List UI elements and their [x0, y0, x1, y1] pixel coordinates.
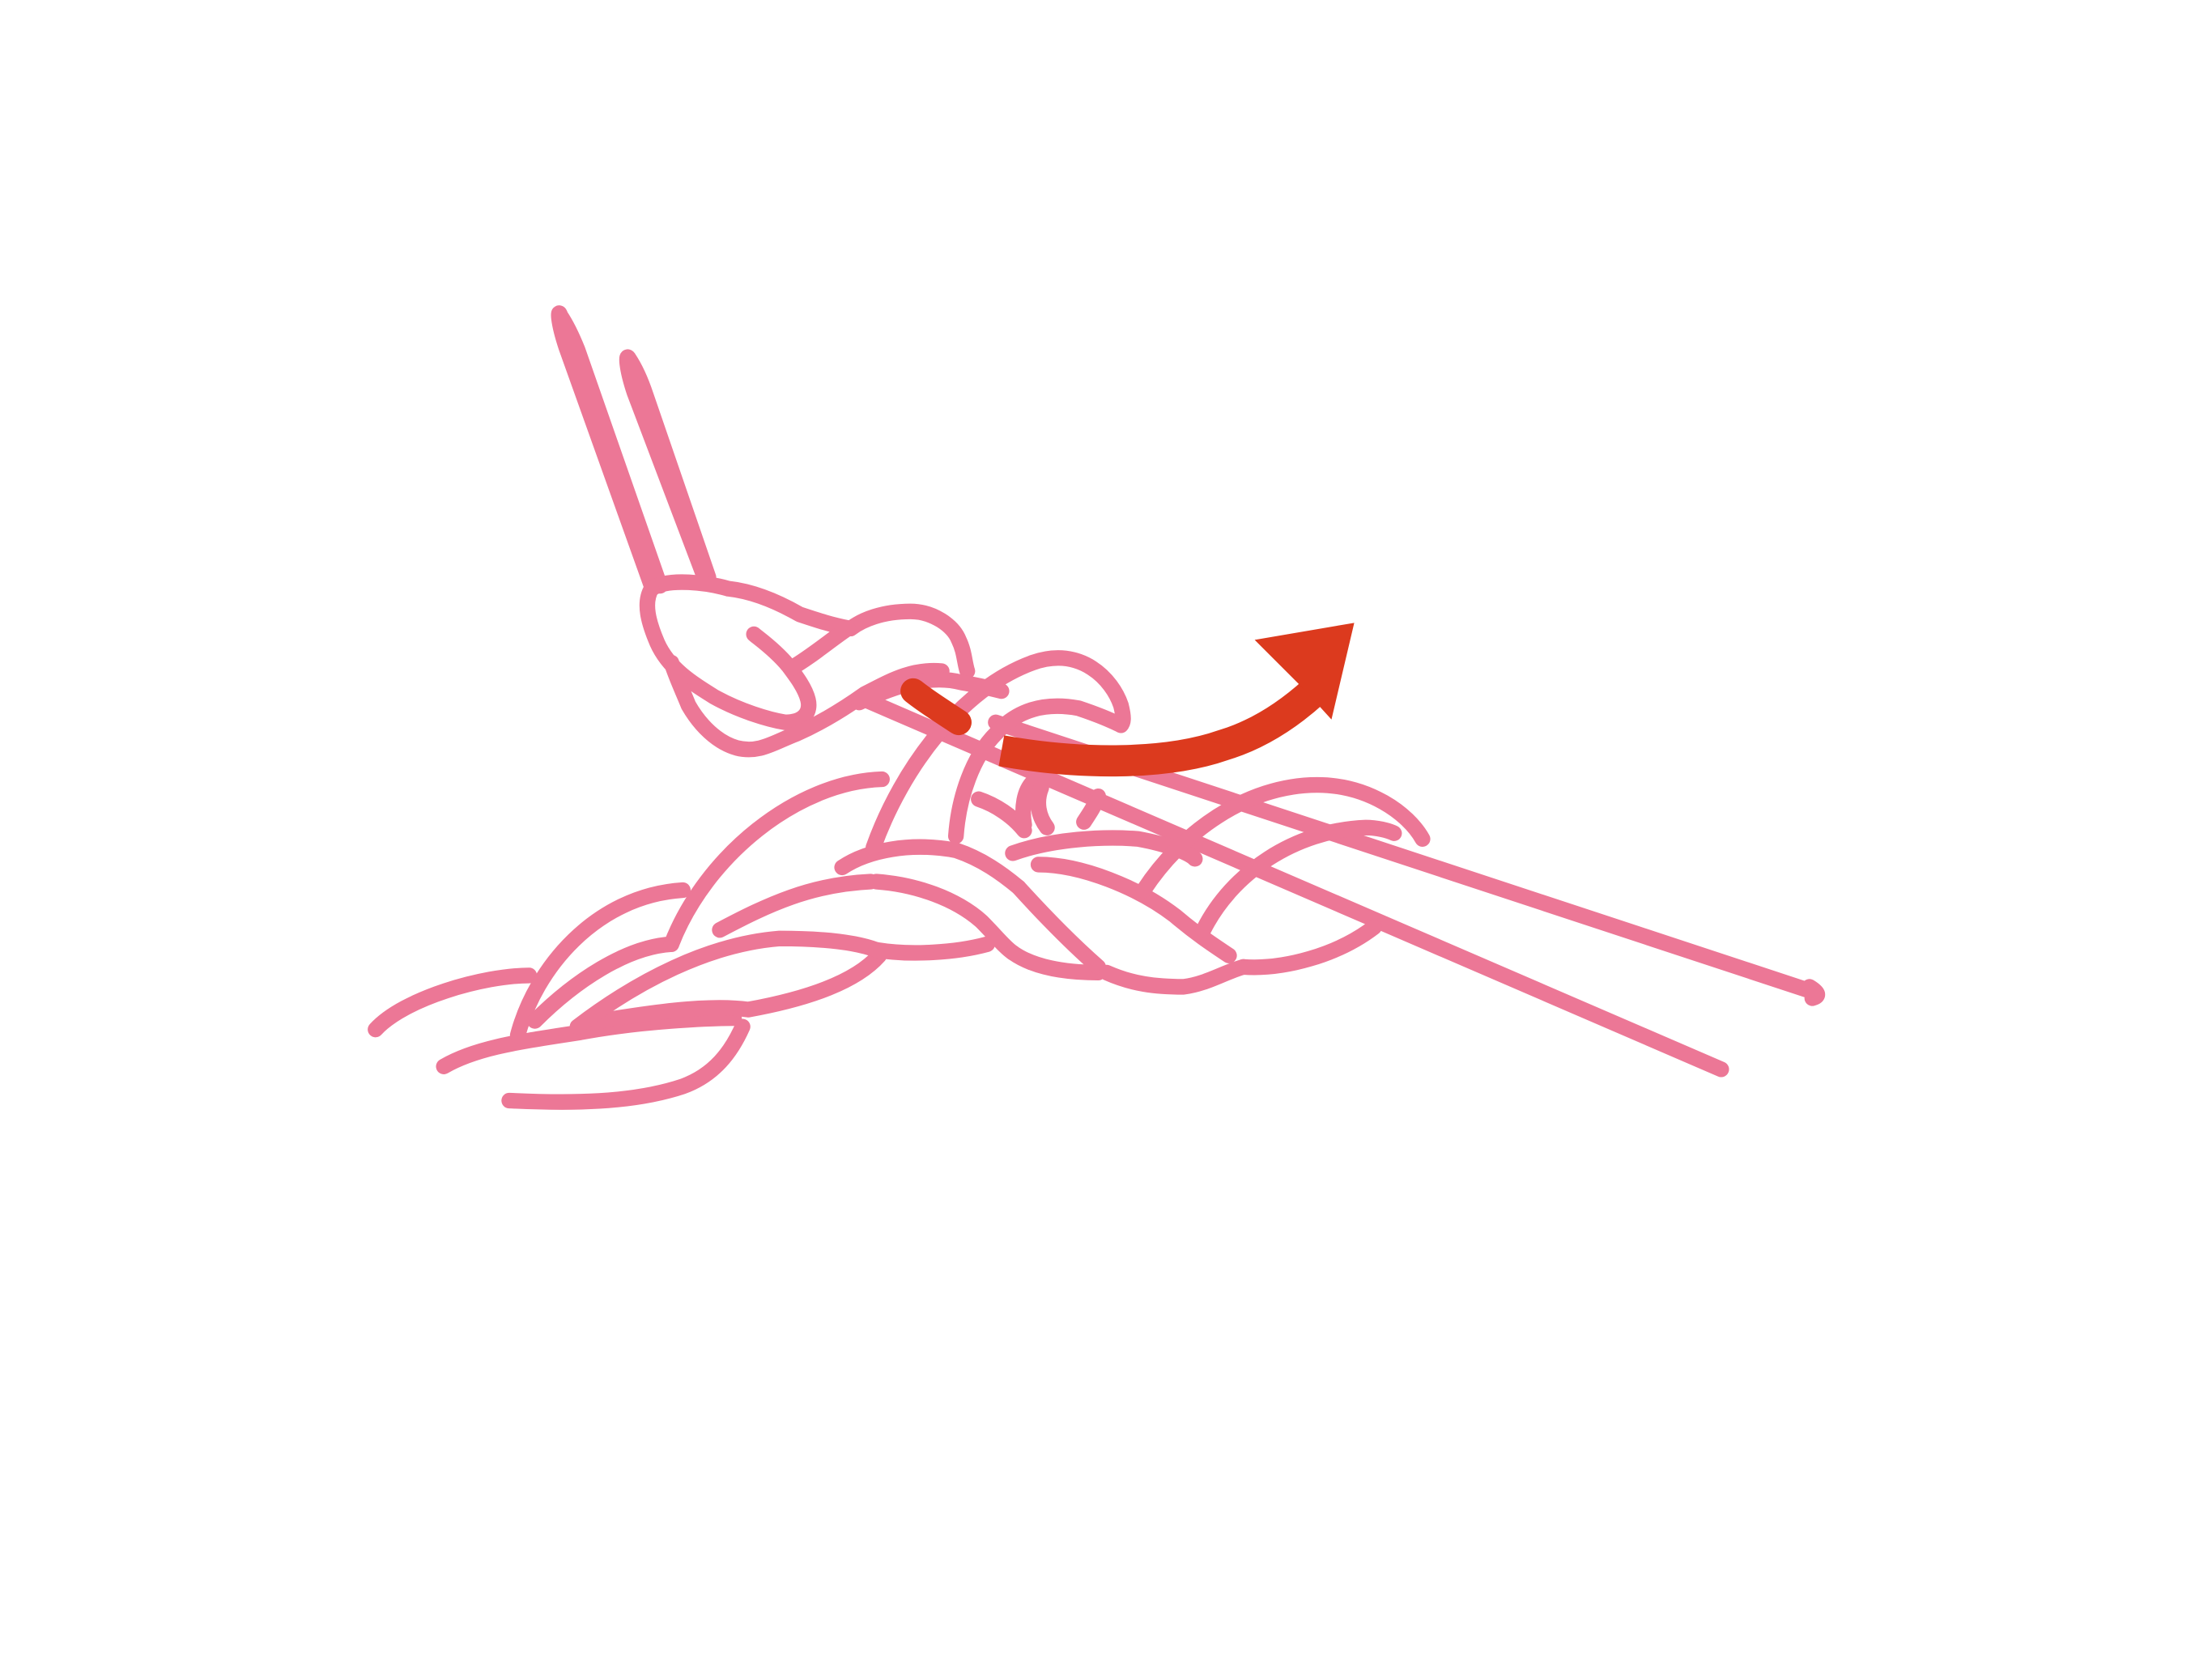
inner-stitch-2	[1015, 774, 1041, 833]
chain-link-3-c	[1005, 945, 1106, 981]
loop-back-strand	[851, 671, 1010, 711]
arrow-body	[998, 679, 1325, 777]
tail-1	[368, 967, 538, 1038]
braid-band-middle	[569, 930, 884, 1035]
chain-link-1-inner	[526, 936, 679, 1029]
hook-shaft-end-cap	[1802, 979, 1826, 1006]
arrow-head	[1254, 623, 1355, 720]
chain-link-3-b	[868, 874, 1021, 961]
loop-outer	[866, 650, 1131, 856]
chain-link-5-bottom	[1235, 919, 1382, 976]
hook-shaft-lower	[857, 691, 1729, 1078]
chain-link-3-d	[1010, 879, 1106, 976]
arrow-tail	[900, 678, 972, 736]
loop-on-hook	[851, 650, 1131, 856]
yarn-strand-right	[619, 349, 717, 589]
chain-link-2-outer	[663, 771, 890, 952]
chain-link-4-c	[1099, 959, 1252, 995]
direction-arrow	[900, 623, 1355, 777]
braid-band-top	[868, 936, 995, 961]
chain-stitches	[368, 771, 1431, 1110]
loop-inner	[947, 698, 1129, 844]
chain-link-5-inner	[1195, 819, 1402, 938]
yarn-strand-left	[551, 305, 668, 594]
chain-link-1-outer	[509, 882, 691, 1044]
inner-stitch-3	[1030, 780, 1055, 835]
yarn-wrap-cross	[783, 620, 856, 677]
tail-3	[501, 1018, 751, 1110]
chain-link-3-a	[834, 839, 1027, 895]
chain-link-2-inner	[712, 874, 878, 938]
chain-link-4-b	[1030, 857, 1237, 963]
chain-link-5-outer	[1135, 776, 1431, 899]
inner-stitch-4	[1076, 788, 1106, 830]
braid-band-bottom	[575, 947, 887, 1032]
